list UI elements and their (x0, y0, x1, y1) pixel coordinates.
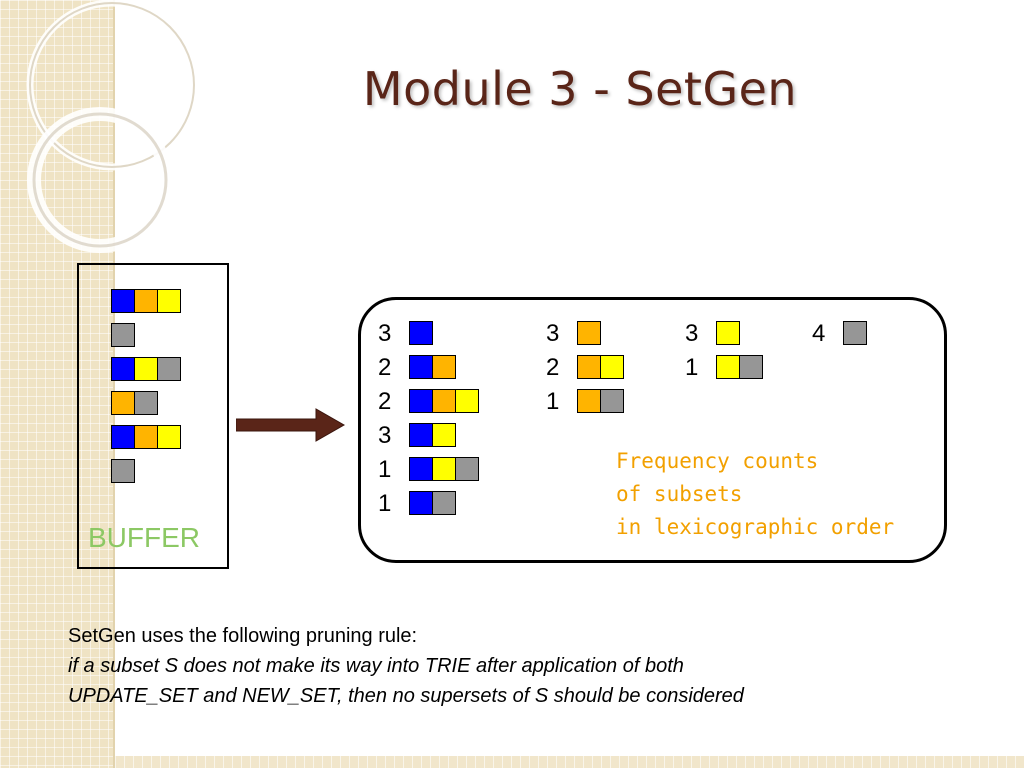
subset-count: 3 (546, 320, 560, 347)
yellow-item-square (157, 425, 181, 449)
itemset-row (577, 389, 624, 413)
subset-count: 3 (685, 320, 699, 347)
itemset-row (111, 289, 181, 313)
decorative-strip-edge (113, 0, 115, 768)
subset-count: 1 (378, 490, 392, 517)
orange-item-square (432, 389, 456, 413)
buffer-label: BUFFER (88, 522, 200, 553)
gray-item-square (111, 323, 135, 347)
blue-item-square (409, 491, 433, 515)
blue-item-square (409, 355, 433, 379)
orange-item-square (134, 425, 158, 449)
frequency-note-line: of subsets (616, 482, 743, 506)
blue-item-square (409, 423, 433, 447)
itemset-row (111, 323, 135, 347)
itemset-row (409, 491, 456, 515)
gray-item-square (455, 457, 479, 481)
orange-item-square (577, 389, 601, 413)
decorative-bottom-strip (115, 756, 1024, 768)
trie-box (358, 297, 947, 563)
yellow-item-square (455, 389, 479, 413)
slide-title: Module 3 - SetGen (362, 62, 798, 116)
gray-item-square (600, 389, 624, 413)
frequency-note-line: Frequency counts (616, 449, 819, 473)
caption-line2: if a subset S does not make its way into… (68, 655, 684, 677)
yellow-item-square (716, 321, 740, 345)
blue-item-square (111, 289, 135, 313)
gray-item-square (157, 357, 181, 381)
orange-item-square (577, 355, 601, 379)
gray-item-square (134, 391, 158, 415)
caption: SetGen uses the following pruning rule: … (68, 621, 744, 711)
itemset-row (409, 389, 479, 413)
orange-item-square (577, 321, 601, 345)
yellow-item-square (157, 289, 181, 313)
buffer-box (77, 263, 229, 569)
yellow-item-square (600, 355, 624, 379)
gray-item-square (111, 459, 135, 483)
itemset-row (843, 321, 867, 345)
yellow-item-square (432, 457, 456, 481)
gray-item-square (843, 321, 867, 345)
arrow-icon (236, 408, 346, 442)
itemset-row (577, 321, 601, 345)
subset-count: 2 (378, 388, 392, 415)
yellow-item-square (716, 355, 740, 379)
blue-item-square (409, 321, 433, 345)
yellow-item-square (432, 423, 456, 447)
itemset-row (111, 391, 158, 415)
subset-count: 2 (546, 354, 560, 381)
itemset-row (409, 457, 479, 481)
subset-count: 1 (378, 456, 392, 483)
gray-item-square (432, 491, 456, 515)
itemset-row (111, 357, 181, 381)
itemset-row (111, 459, 135, 483)
orange-item-square (432, 355, 456, 379)
decorative-circles (26, 0, 198, 253)
subset-count: 3 (378, 320, 392, 347)
subset-count: 1 (685, 354, 699, 381)
itemset-row (409, 423, 456, 447)
blue-item-square (111, 425, 135, 449)
itemset-row (111, 425, 181, 449)
subset-count: 4 (812, 320, 826, 347)
yellow-item-square (134, 357, 158, 381)
subset-count: 1 (546, 388, 560, 415)
itemset-row (409, 355, 456, 379)
subset-count: 3 (378, 422, 392, 449)
caption-line1: SetGen uses the following pruning rule: (68, 625, 418, 647)
itemset-row (716, 321, 740, 345)
gray-item-square (739, 355, 763, 379)
itemset-row (716, 355, 763, 379)
orange-item-square (134, 289, 158, 313)
caption-line3: UPDATE_SET and NEW_SET, then no superset… (68, 685, 744, 707)
itemset-row (409, 321, 433, 345)
subset-count: 2 (378, 354, 392, 381)
orange-item-square (111, 391, 135, 415)
blue-item-square (111, 357, 135, 381)
blue-item-square (409, 457, 433, 481)
frequency-note-line: in lexicographic order (616, 515, 895, 539)
itemset-row (577, 355, 624, 379)
blue-item-square (409, 389, 433, 413)
frequency-note: Frequency counts of subsets in lexicogra… (616, 445, 894, 544)
